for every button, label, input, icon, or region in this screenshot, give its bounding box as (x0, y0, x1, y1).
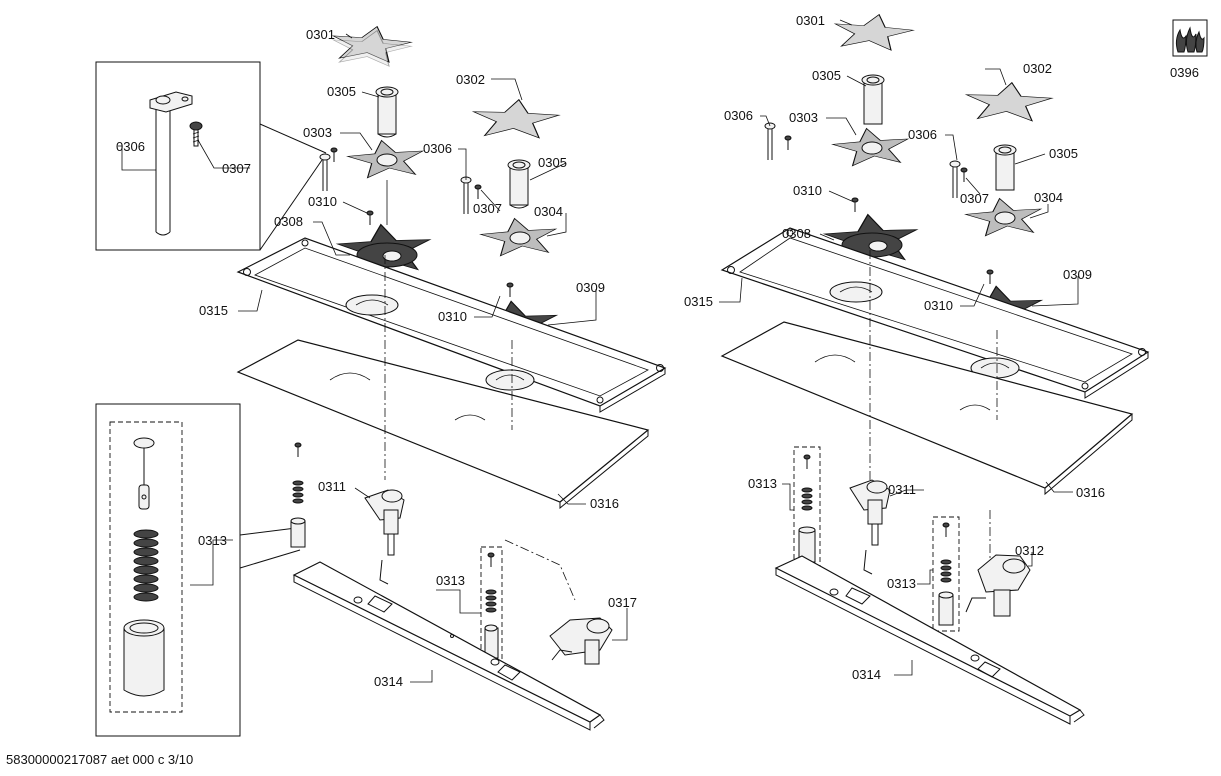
label-0306: 0306 (423, 141, 452, 156)
label-0313: 0313 (198, 533, 227, 548)
label-0302: 0302 (1023, 61, 1052, 76)
valve-insert-0313-right-b (932, 516, 960, 632)
burner-base-0308-left (334, 221, 436, 274)
hob-plate-0315-left (236, 237, 667, 413)
label-0308: 0308 (274, 214, 303, 229)
label-0305: 0305 (1049, 146, 1078, 161)
screw-0310-left-b (506, 282, 514, 298)
burner-cap-0301-left (324, 22, 417, 68)
label-0310: 0310 (438, 309, 467, 324)
label-0309: 0309 (1063, 267, 1092, 282)
flame-icon (1172, 19, 1208, 57)
valve-sleeve-left (290, 442, 306, 548)
label-0305: 0305 (538, 155, 567, 170)
valve-insert-0313-left (480, 546, 503, 666)
burner-cap-0301-right (826, 10, 919, 52)
valve-0317 (549, 617, 613, 665)
screw-0310-right-a (851, 197, 859, 213)
label-0306: 0306 (116, 139, 145, 154)
label-0313: 0313 (887, 576, 916, 591)
crown-0305-right-a (861, 74, 885, 125)
valve-0312 (965, 554, 1031, 617)
valve-insert-0313-right-a (793, 446, 821, 570)
valve-0311-left (364, 489, 405, 585)
burner-cap-0302-right (961, 80, 1056, 123)
label-0307: 0307 (960, 191, 989, 206)
label-0315: 0315 (199, 303, 228, 318)
screw-0310-left-a (366, 210, 374, 226)
spreader-0304-right (961, 195, 1048, 238)
label-0311: 0311 (888, 482, 916, 497)
valve-0311-right (849, 479, 891, 575)
label-0310: 0310 (308, 194, 337, 209)
label-0309: 0309 (576, 280, 605, 295)
drawing-reference-footer: 58300000217087 aet 000 c 3/10 (6, 752, 194, 767)
label-0306: 0306 (908, 127, 937, 142)
label-0305: 0305 (327, 84, 356, 99)
leader-lines (118, 19, 1079, 683)
label-0307: 0307 (222, 161, 251, 176)
label-0308: 0308 (782, 226, 811, 241)
label-0316: 0316 (1076, 485, 1105, 500)
part-labels: 0301 0302 0305 0303 0306 0307 0306 0307 … (116, 13, 1199, 689)
label-0306: 0306 (724, 108, 753, 123)
electrode-0306-right-a (764, 122, 792, 161)
label-0305: 0305 (812, 68, 841, 83)
spreader-0304-left (476, 215, 563, 258)
label-0317: 0317 (608, 595, 637, 610)
label-0314: 0314 (374, 674, 403, 689)
spreader-0303-left (343, 137, 430, 225)
crown-0305-right-b (993, 144, 1017, 191)
label-0307: 0307 (473, 201, 502, 216)
crown-0305-left-a (375, 86, 399, 138)
burner-base-0308-right (821, 211, 923, 264)
gasket-0316-left (236, 339, 650, 510)
rail-0314-right (774, 555, 1085, 725)
label-0304: 0304 (1034, 190, 1063, 205)
label-0396: 0396 (1170, 65, 1199, 80)
detail-box-0306 (95, 61, 327, 251)
spreader-0303-right (828, 125, 915, 168)
label-0311: 0311 (318, 479, 346, 494)
rail-0314-left (292, 561, 605, 731)
label-0315: 0315 (684, 294, 713, 309)
gasket-0316-right (720, 321, 1134, 496)
label-0313: 0313 (748, 476, 777, 491)
label-0301: 0301 (796, 13, 825, 28)
label-0313: 0313 (436, 573, 465, 588)
label-0312: 0312 (1015, 543, 1044, 558)
crown-0305-left-b (507, 159, 531, 209)
label-0310: 0310 (793, 183, 822, 198)
label-0310: 0310 (924, 298, 953, 313)
label-0314: 0314 (852, 667, 881, 682)
burner-cap-0302-left (468, 97, 563, 140)
detail-box-0313 (95, 403, 301, 737)
label-0304: 0304 (534, 204, 563, 219)
label-0302: 0302 (456, 72, 485, 87)
hob-plate-0315-right (720, 227, 1150, 399)
screw-0310-right-b (986, 269, 994, 285)
label-0316: 0316 (590, 496, 619, 511)
electrode-0306-left-a (319, 147, 338, 192)
label-0301: 0301 (306, 27, 335, 42)
label-0303: 0303 (303, 125, 332, 140)
label-0303: 0303 (789, 110, 818, 125)
